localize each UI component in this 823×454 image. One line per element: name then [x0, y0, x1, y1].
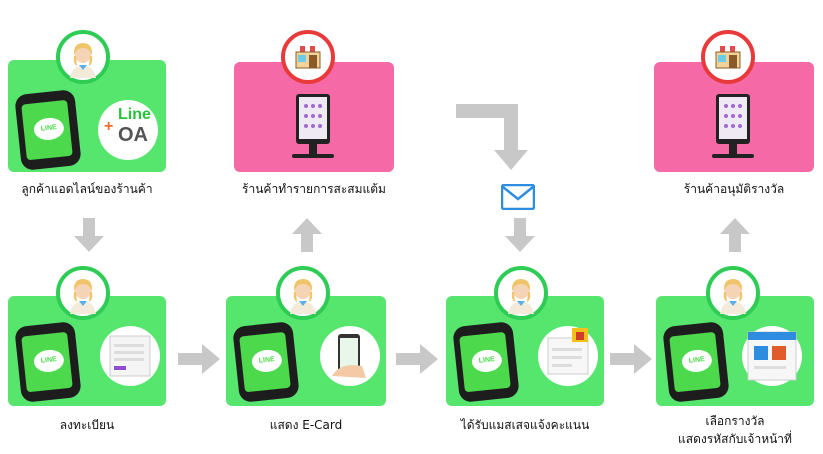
step-record-points-label: ร้านค้าทำรายการสะสมแต้ม	[242, 182, 386, 196]
arrow-down-1	[74, 218, 104, 252]
arrow-up-1	[292, 218, 322, 252]
customer-avatar-3	[276, 266, 330, 320]
reward-thumbnail	[742, 326, 802, 386]
arrow-right-1	[178, 344, 220, 374]
mail-icon	[501, 184, 535, 210]
register-form-thumbnail	[100, 326, 160, 386]
line-oa-badge: + Line OA	[98, 100, 158, 160]
line-logo-4: LINE	[470, 348, 503, 374]
message-thumbnail	[538, 326, 598, 386]
phone-icon-4: LINE	[452, 321, 520, 403]
arrow-right-3	[610, 344, 652, 374]
hand-phone-icon	[320, 326, 380, 386]
line-logo-2: LINE	[32, 348, 65, 374]
plus-icon: +	[104, 118, 114, 135]
step-approve-reward-label: ร้านค้าอนุมัติรางวัล	[683, 182, 785, 196]
step-register-label: ลงทะเบียน	[59, 418, 115, 432]
step-ecard-label: แสดง E-Card	[269, 418, 343, 432]
kiosk-icon-2	[712, 94, 754, 158]
phone-icon: LINE	[14, 89, 82, 171]
shop-avatar-2	[701, 30, 755, 84]
phone-icon-5: LINE	[662, 321, 730, 403]
step-choose-reward-label-1: เลือกรางวัล	[705, 414, 765, 428]
step-record-points-card	[234, 62, 394, 172]
line-logo-3: LINE	[250, 348, 283, 374]
customer-avatar-4	[494, 266, 548, 320]
customer-avatar-1	[56, 30, 110, 84]
arrow-down-2	[505, 218, 535, 252]
arrow-bend-down	[456, 104, 528, 170]
kiosk-icon	[292, 94, 334, 158]
badge-line-text: Line	[118, 106, 151, 123]
badge-oa-text: OA	[118, 124, 148, 146]
arrow-up-2	[720, 218, 750, 252]
shop-avatar-1	[281, 30, 335, 84]
arrow-right-2	[396, 344, 438, 374]
step-choose-reward-label-2: แสดงรหัสกับเจ้าหน้าที่	[678, 432, 792, 446]
customer-avatar-5	[706, 266, 760, 320]
customer-avatar-2	[56, 266, 110, 320]
phone-icon-3: LINE	[232, 321, 300, 403]
step-add-line-label: ลูกค้าแอดไลน์ของร้านค้า	[21, 182, 153, 196]
step-message-label: ได้รับแมสเสจแจ้งคะแนน	[460, 418, 590, 432]
phone-icon-2: LINE	[14, 321, 82, 403]
line-logo: LINE	[32, 116, 65, 142]
line-logo-5: LINE	[680, 348, 713, 374]
